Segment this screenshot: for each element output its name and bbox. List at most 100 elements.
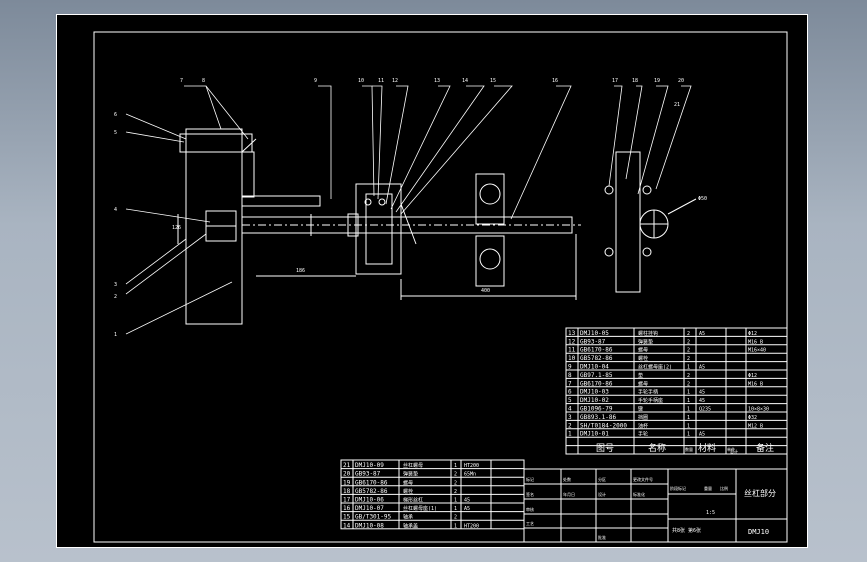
bom-code: DMJ10-08 <box>355 522 384 529</box>
bom-code: GB5782-86 <box>355 488 388 495</box>
bom-qty: 1 <box>687 423 690 429</box>
bom-qty: 2 <box>454 480 457 486</box>
balloon-9: 9 <box>314 78 317 84</box>
bom-remark: Φ32 <box>748 415 757 421</box>
bom-no: 1 <box>568 431 572 438</box>
end-bracket <box>615 151 641 293</box>
bom-name: 螺柱挂钩 <box>638 330 658 337</box>
bom-code: DMJ10-09 <box>355 462 384 469</box>
balloon-20: 20 <box>678 78 684 84</box>
bom-name: 螺母 <box>638 380 648 387</box>
balloon-11: 11 <box>378 78 384 84</box>
balloon-21: 21 <box>674 102 680 108</box>
bearing-block <box>355 183 402 275</box>
balloon-17: 17 <box>612 78 618 84</box>
bom-material: A5 <box>699 432 705 438</box>
bom-name: 丝杠螺母座(1) <box>403 505 437 512</box>
balloon-16: 16 <box>552 78 558 84</box>
bom-qty: 1 <box>687 390 690 396</box>
bom-code: GB6170-86 <box>580 380 613 387</box>
bom-material: 65Mn <box>464 472 476 478</box>
header-remark: 备注 <box>756 442 774 454</box>
bom-code: GB93-87 <box>355 471 381 478</box>
bom-code: GB93-87 <box>580 338 606 345</box>
header-total: 总计 <box>730 448 738 454</box>
bom-code: DMJ10-07 <box>355 505 384 512</box>
bom-material: HT200 <box>464 463 479 469</box>
bom-name: 手轮手柄 <box>638 389 658 396</box>
dim-400: 400 <box>481 288 490 294</box>
drawing-title: 丝杠部分 <box>744 488 776 498</box>
bom-qty: 2 <box>687 339 690 345</box>
bom-no: 3 <box>568 414 572 421</box>
bom-name: 螺母 <box>403 479 413 486</box>
bom-qty: 1 <box>454 506 457 512</box>
balloon-19: 19 <box>654 78 660 84</box>
signoff-label: 处数 <box>563 476 571 482</box>
signoff-label: 重量 <box>704 485 712 491</box>
bom-name: 弹簧垫 <box>638 338 653 345</box>
bom-remark: 10×8×30 <box>748 407 769 413</box>
bom-code: SH/T0184-2000 <box>580 422 627 429</box>
drawing-code: DMJ10 <box>748 528 769 536</box>
inner-border <box>93 31 788 543</box>
balloon-5: 5 <box>114 130 117 136</box>
signoff-label: 分区 <box>598 476 606 482</box>
bom-name: 丝杠螺母座(2) <box>638 364 672 371</box>
signoff-label: 比例 <box>720 485 728 491</box>
balloon-18: 18 <box>632 78 638 84</box>
bom-no: 19 <box>343 479 351 486</box>
bom-qty: 2 <box>687 381 690 387</box>
bom-code: DMJ10-04 <box>580 364 609 371</box>
bom-code: DMJ10-05 <box>580 330 609 337</box>
bom-name: 螺母 <box>638 347 648 354</box>
header-material: 材料 <box>698 442 716 454</box>
bom-code: DMJ10-06 <box>355 497 384 504</box>
signoff-label: 工艺 <box>526 521 534 526</box>
bom-no: 12 <box>568 338 576 345</box>
bom-no: 16 <box>343 505 351 512</box>
balloon-12: 12 <box>392 78 398 84</box>
bom-qty: 2 <box>454 472 457 478</box>
signoff-label: 标记 <box>526 476 534 482</box>
bom-qty: 1 <box>687 365 690 371</box>
bom-name: 梯形丝杠 <box>403 497 423 504</box>
bom-name: 键 <box>638 406 643 413</box>
balloon-8: 8 <box>202 78 205 84</box>
bom-material: Q235 <box>699 407 711 413</box>
bom-material: A5 <box>464 506 470 512</box>
drawing-scale: 1:5 <box>706 510 715 516</box>
signoff-label: 阶段标记 <box>670 485 686 491</box>
balloon-14: 14 <box>462 78 468 84</box>
nut-carrier <box>475 173 505 225</box>
bom-qty: 2 <box>687 348 690 354</box>
bom-qty: 1 <box>687 415 690 421</box>
signoff-label: 审核 <box>526 506 534 512</box>
bom-remark: M16 B <box>748 339 763 345</box>
bom-code: DMJ10-03 <box>580 389 609 396</box>
signoff-label: 更改文件号 <box>633 476 653 482</box>
bom-no: 18 <box>343 488 351 495</box>
bom-code: DMJ10-02 <box>580 397 609 404</box>
bom-name: 丝杠螺母 <box>403 462 423 469</box>
header-drawing-no: 图号 <box>596 443 614 454</box>
balloon-13: 13 <box>434 78 440 84</box>
bom-name: 垫 <box>638 372 643 379</box>
dim-126: 126 <box>172 225 181 231</box>
bom-remark: Φ12 <box>748 373 757 379</box>
bom-code: GB893.1-86 <box>580 414 617 421</box>
balloon-3: 3 <box>114 282 117 288</box>
bom-code: GB97.1-85 <box>580 372 613 379</box>
bom-no: 11 <box>568 347 576 354</box>
bom-no: 17 <box>343 497 351 504</box>
signoff-label: 年月日 <box>563 491 575 497</box>
